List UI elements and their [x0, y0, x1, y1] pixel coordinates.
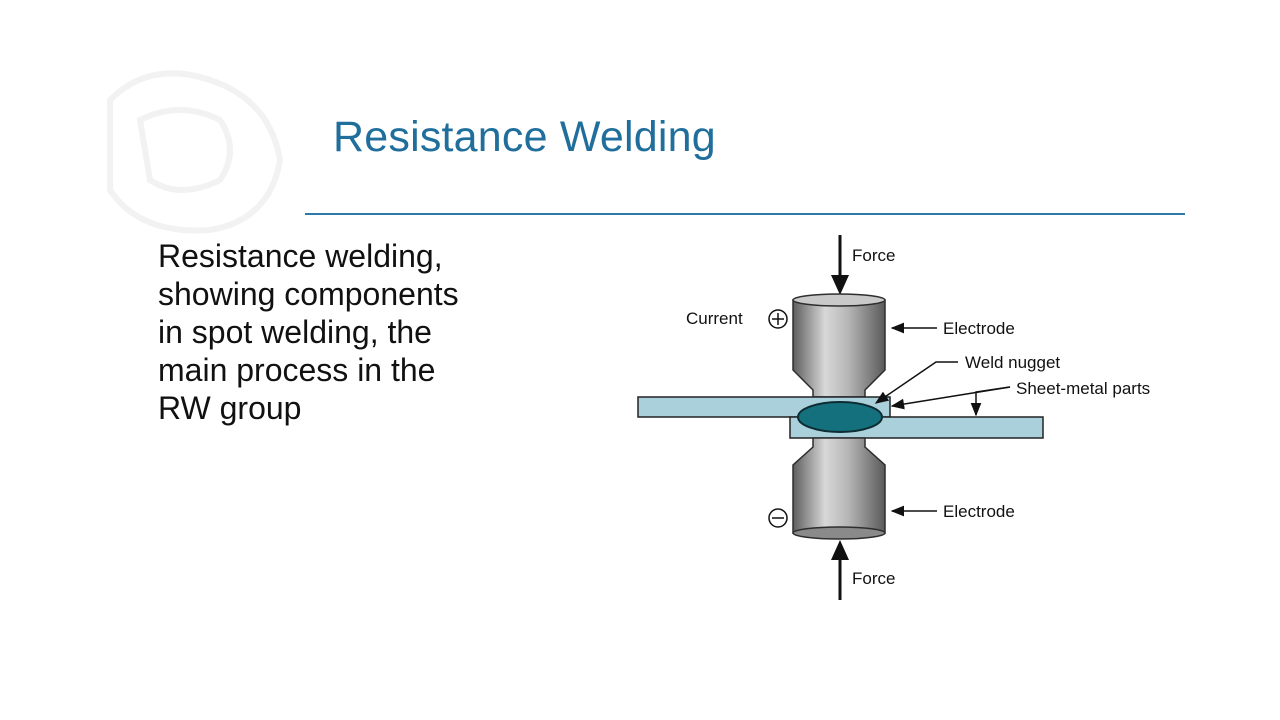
minus-icon — [768, 508, 788, 528]
lower-electrode — [792, 437, 886, 534]
force-arrow-top — [831, 235, 849, 295]
weld-nugget-label: Weld nugget — [965, 353, 1060, 372]
weld-nugget — [797, 401, 883, 433]
force-label-top: Force — [852, 246, 895, 265]
body-line: showing components — [158, 276, 459, 312]
electrode-label-top: Electrode — [943, 319, 1015, 338]
slide-title: Resistance Welding — [333, 113, 716, 161]
force-arrow-bottom — [831, 540, 849, 600]
plus-icon — [768, 309, 788, 329]
upper-electrode — [792, 299, 886, 398]
title-divider — [305, 213, 1185, 215]
spot-welding-diagram: Force Current Electrode Weld nugget Shee… — [637, 235, 1150, 600]
faint-watermark-image — [107, 70, 284, 234]
leader-sheet-lower — [970, 386, 1011, 417]
body-text: Resistance welding, showing components i… — [158, 237, 578, 427]
body-line: in spot welding, the — [158, 314, 432, 350]
body-line: Resistance welding, — [158, 238, 443, 274]
sheet-metal-label: Sheet-metal parts — [1016, 379, 1150, 398]
leader-weld-nugget — [874, 361, 958, 404]
body-line: RW group — [158, 390, 302, 426]
force-label-bottom: Force — [852, 569, 895, 588]
electrode-label-bottom: Electrode — [943, 502, 1015, 521]
body-line: main process in the — [158, 352, 436, 388]
current-label: Current — [686, 309, 743, 328]
